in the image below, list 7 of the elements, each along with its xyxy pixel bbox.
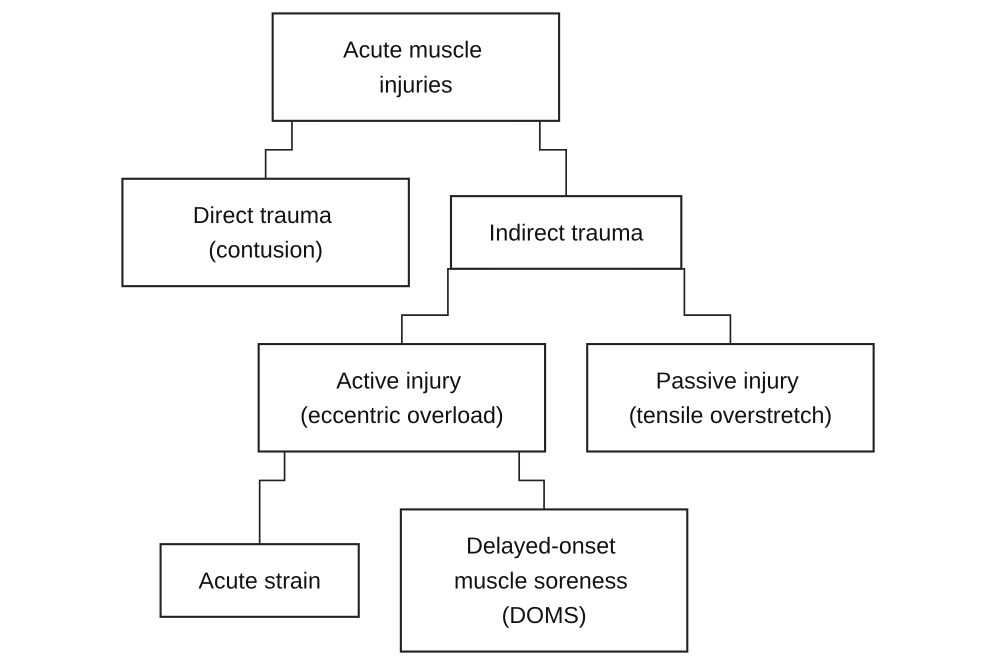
- node-box: Acute muscle injuries: [272, 12, 560, 122]
- node-box: Acute strain: [160, 543, 360, 618]
- node-box: Passive injury (tensile overstretch): [586, 343, 875, 453]
- node-box: Delayed-onset muscle soreness (DOMS): [400, 508, 688, 653]
- node-box: Direct trauma (contusion): [121, 178, 410, 288]
- node-box: Active injury (eccentric overload): [258, 343, 546, 453]
- node-box: Indirect trauma: [450, 195, 682, 270]
